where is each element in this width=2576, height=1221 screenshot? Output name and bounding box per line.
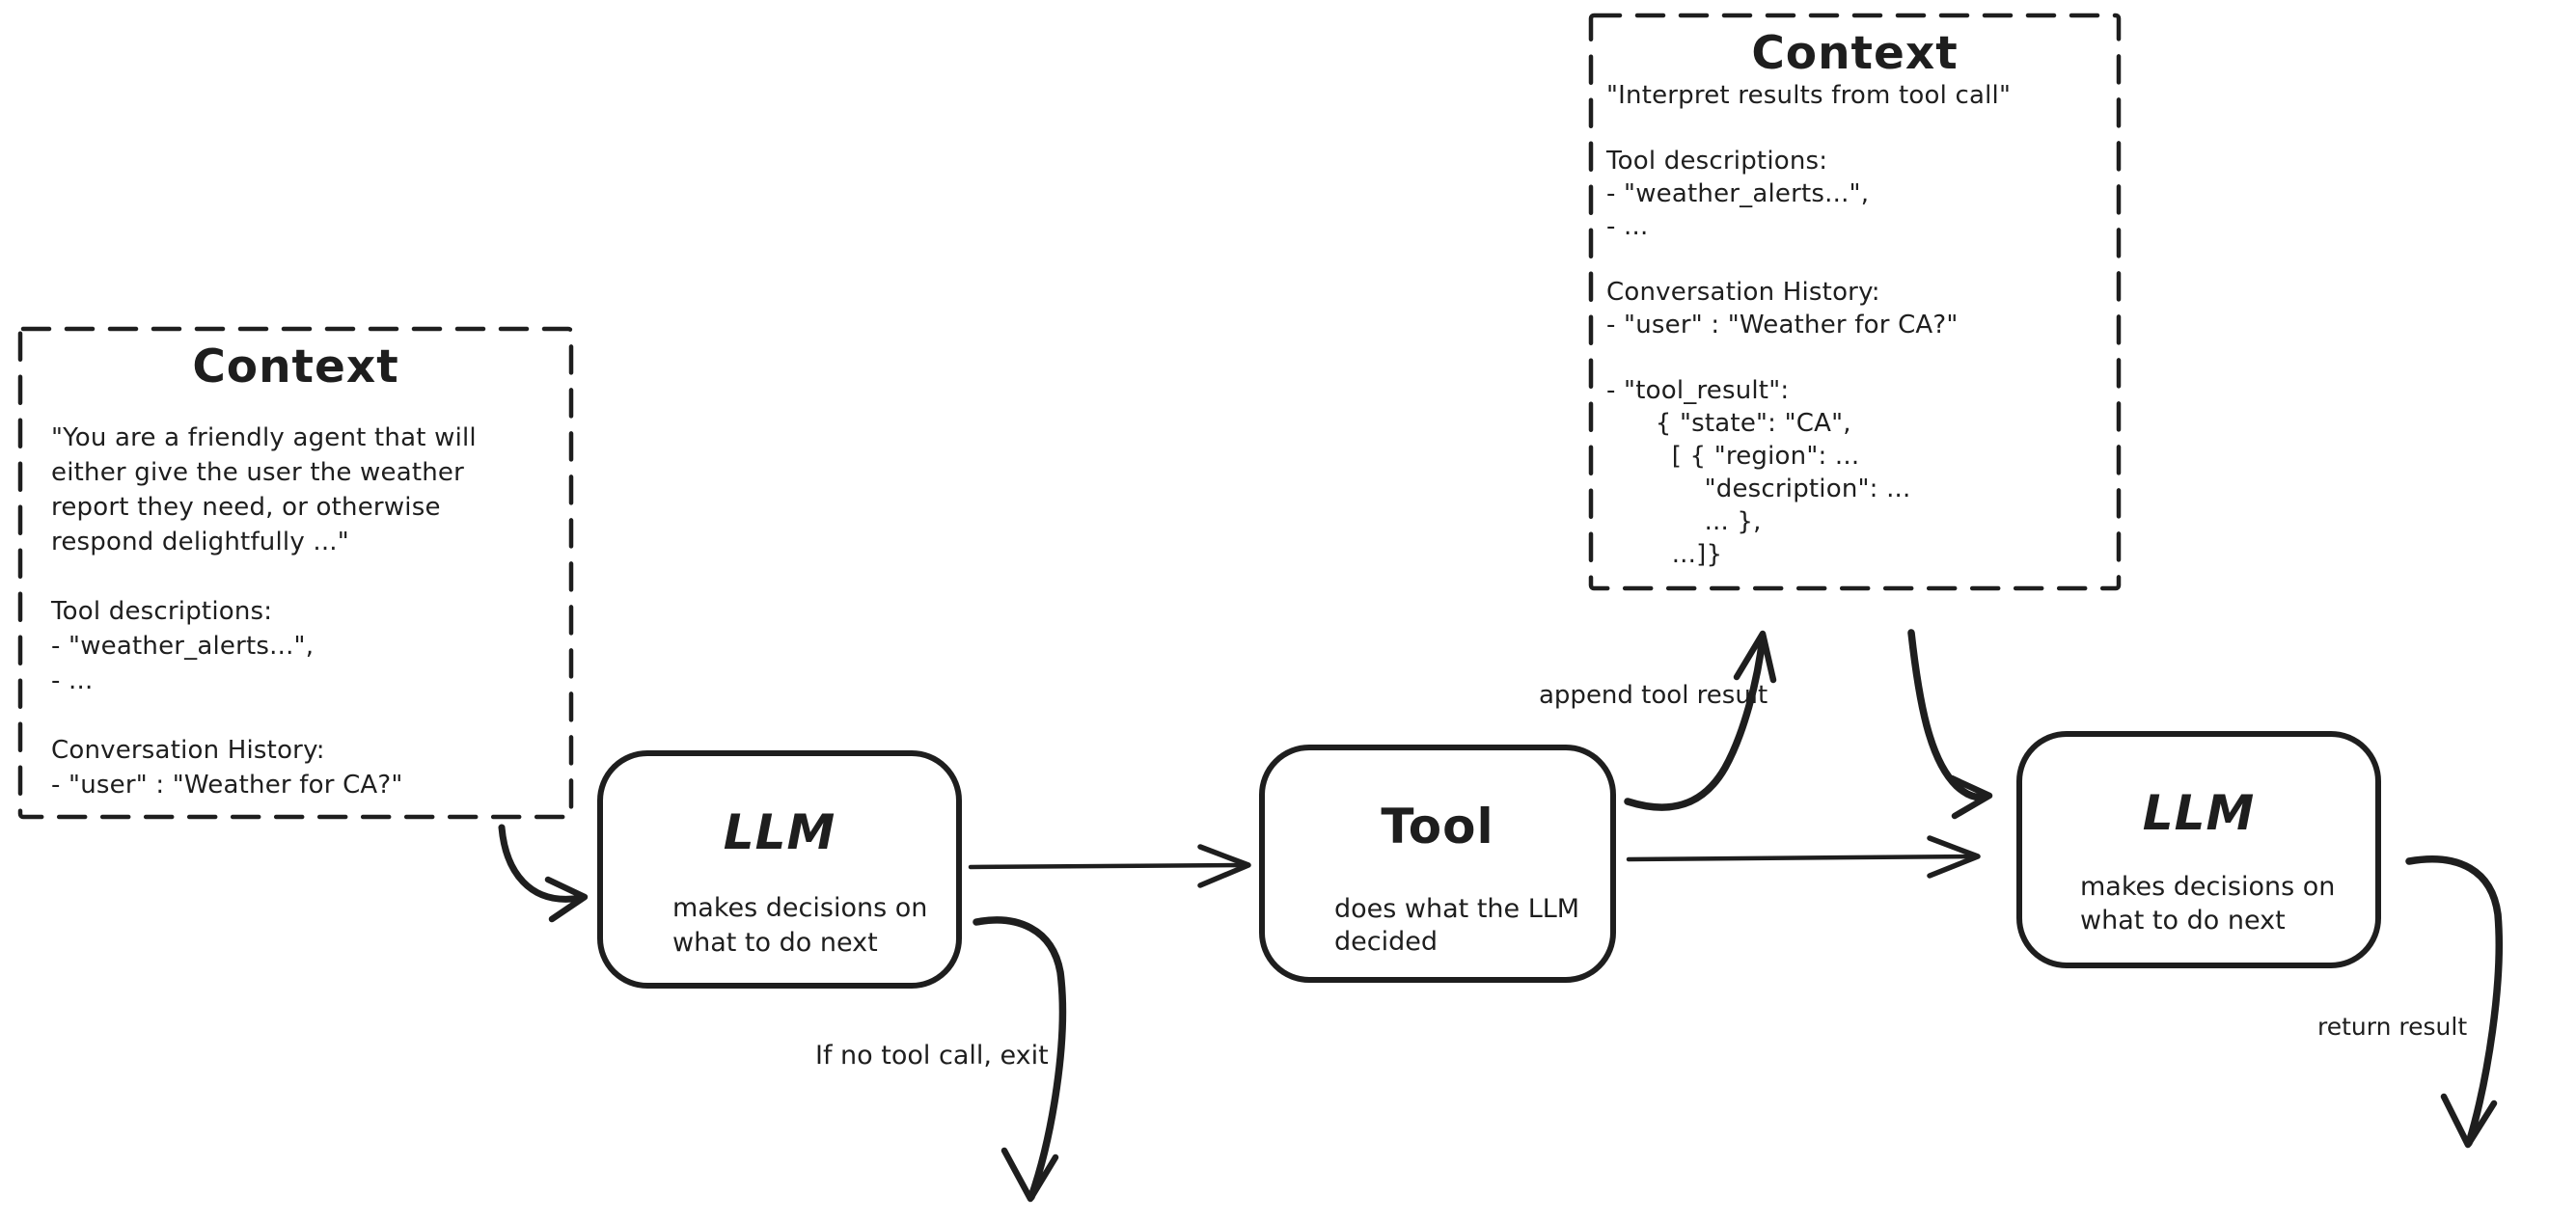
arrow-context1-to-llm1 (498, 824, 585, 903)
context-box-1: Context "You are a friendly agent that w… (20, 329, 571, 817)
arrowhead-llm2-return (2440, 1093, 2498, 1149)
arrow-context2-to-llm2 (1907, 629, 1990, 801)
arrow-tool-to-llm2 (1626, 854, 1973, 862)
arrowhead-tool-to-context2 (1733, 630, 1777, 684)
context-box-2-title: Context (1751, 27, 1959, 80)
node-llm-2-title: LLM (2142, 785, 2256, 841)
context-box-2: Context "Interpret results from tool cal… (1591, 15, 2119, 588)
context-box-1-border (17, 326, 574, 820)
arrow-llm2-return (2405, 855, 2503, 1147)
context-box-2-border (1588, 13, 2122, 591)
node-tool-subtitle: does what the LLM decided (1334, 894, 1580, 957)
arrow-llm1-exit (973, 916, 1067, 1201)
edge-label-return-result: return result (2317, 1013, 2468, 1041)
node-llm-2-subtitle: makes decisions on what to do next (2080, 872, 2336, 936)
node-llm-1: LLM makes decisions on what to do next (597, 750, 962, 989)
context-box-1-body: "You are a friendly agent that will eith… (51, 423, 477, 800)
node-llm-1-subtitle: makes decisions on what to do next (672, 893, 928, 958)
arrowhead-tool-to-llm2 (1927, 835, 1981, 879)
arrowhead-context2-to-llm2 (1948, 774, 1993, 820)
node-llm-1-title: LLM (723, 804, 836, 860)
node-tool: Tool does what the LLM decided (1259, 745, 1616, 983)
context-box-1-title: Context (192, 340, 399, 393)
arrowhead-context1-to-llm1 (544, 876, 589, 923)
arrow-llm1-to-tool (968, 862, 1244, 870)
arrowhead-llm1-exit (1000, 1147, 1059, 1203)
edge-label-append-tool-result: append tool result (1539, 681, 1768, 710)
node-tool-title: Tool (1381, 799, 1494, 855)
edge-label-if-no-tool-call-exit: If no tool call, exit (815, 1041, 1049, 1071)
arrowhead-llm1-to-tool (1197, 844, 1251, 888)
context-box-2-body: "Interpret results from tool call" Tool … (1606, 81, 2012, 569)
arrow-tool-to-context2 (1624, 633, 1767, 811)
node-llm-2: LLM makes decisions on what to do next (2016, 731, 2381, 968)
